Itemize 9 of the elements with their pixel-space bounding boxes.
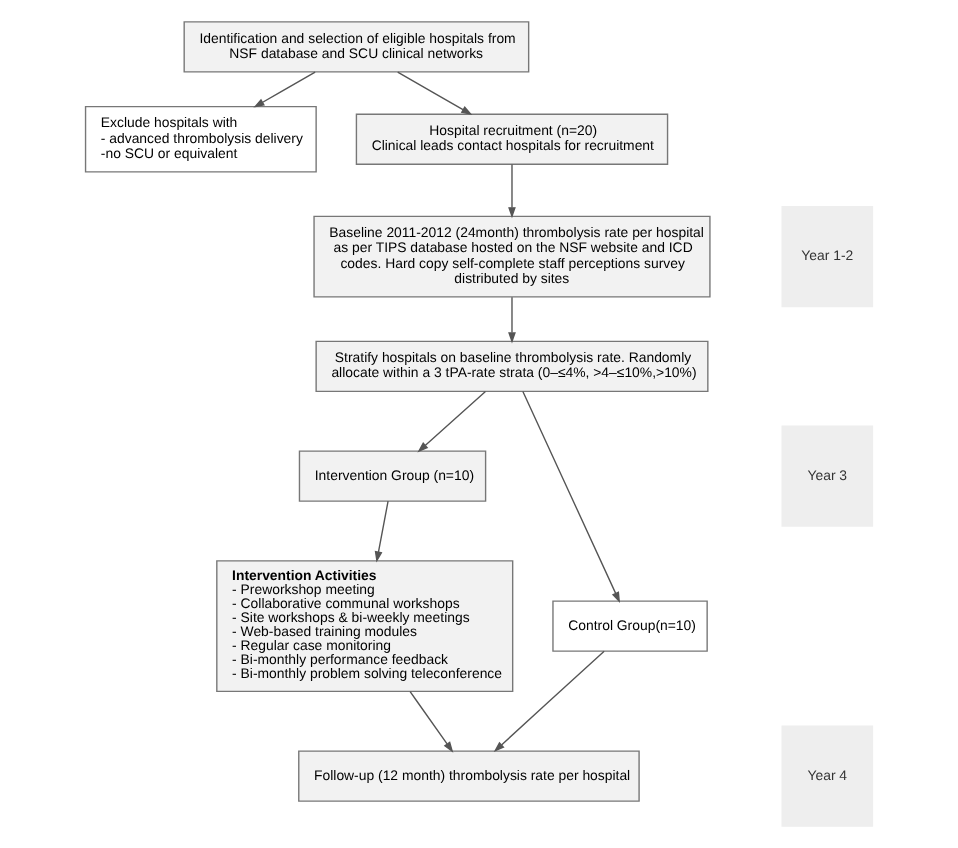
arrow xyxy=(397,71,473,115)
arrow xyxy=(374,500,389,563)
arrow xyxy=(253,71,316,108)
arrow xyxy=(493,650,605,753)
arrow xyxy=(508,296,516,344)
arrow xyxy=(522,390,621,603)
arrow xyxy=(508,163,516,219)
arrow xyxy=(417,390,487,453)
arrow xyxy=(409,690,454,753)
